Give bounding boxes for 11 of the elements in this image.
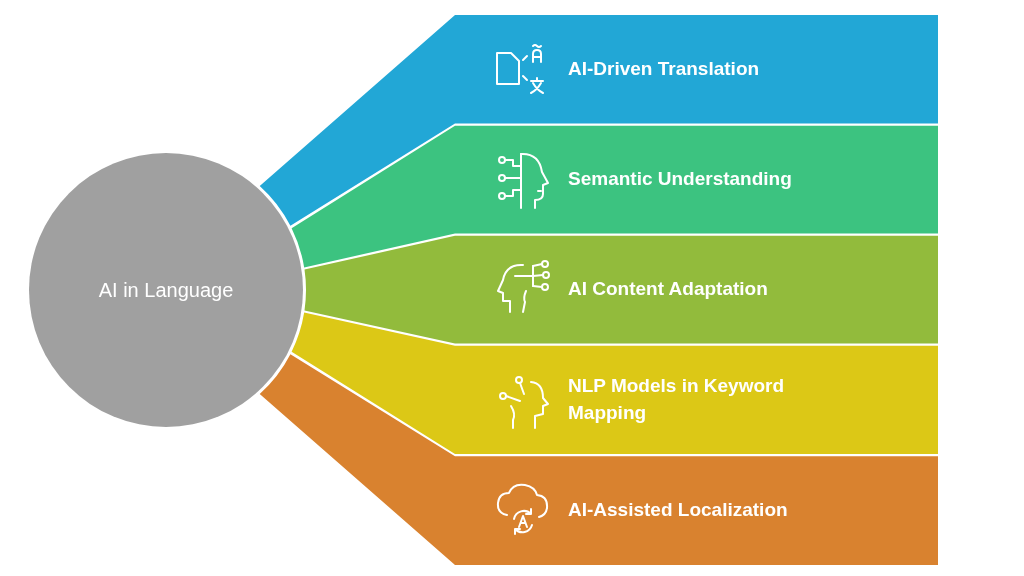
- node-label: AI in Language: [98, 278, 234, 303]
- category-band: [258, 15, 938, 226]
- category-band: [258, 354, 938, 565]
- band-label: NLP Models in Keyword Mapping: [568, 374, 786, 425]
- band-label: Semantic Understanding: [568, 167, 793, 192]
- category-band: [290, 312, 938, 454]
- category-band: [303, 235, 938, 344]
- band-label: AI Content Adaptation: [568, 277, 769, 302]
- category-band: [290, 125, 938, 268]
- band-label: AI-Driven Translation: [568, 56, 761, 81]
- band-label: AI-Assisted Localization: [568, 498, 789, 523]
